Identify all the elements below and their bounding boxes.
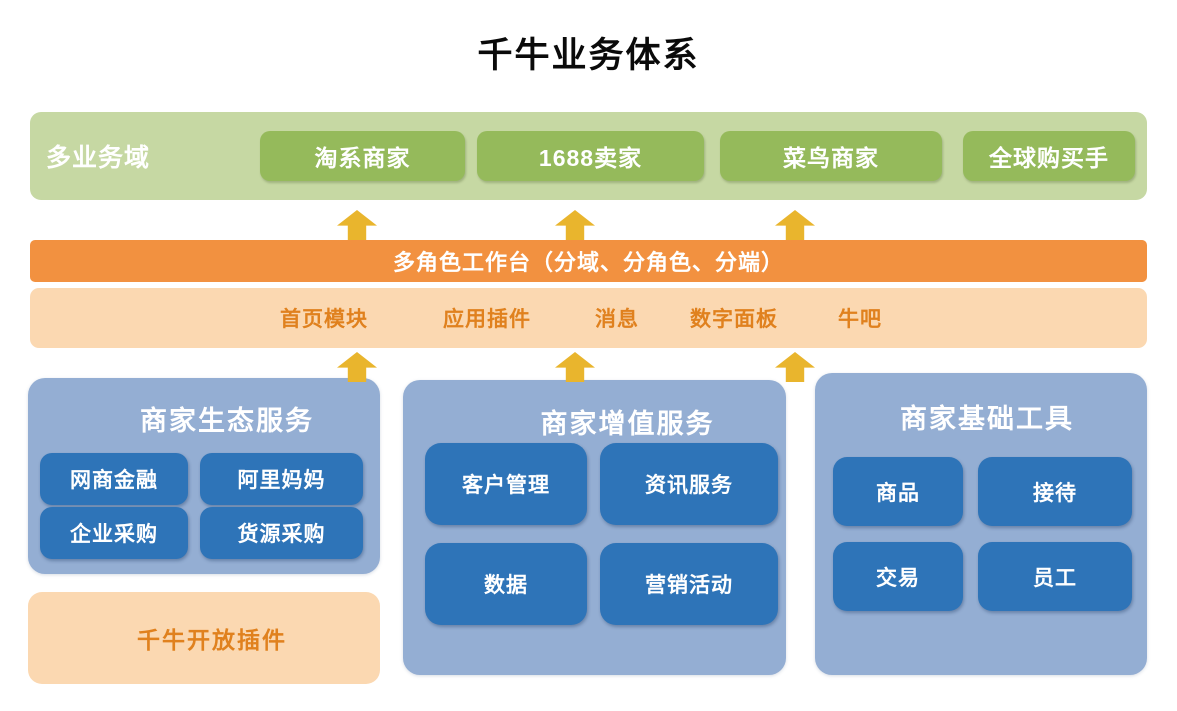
panel-title: 商家生态服务 (140, 406, 314, 436)
workbench-bar: 多角色工作台（分域、分角色、分端） (30, 240, 1147, 282)
diagram-title: 千牛业务体系 (477, 36, 700, 75)
node-enterprise-procurement: 企业采购 (40, 507, 188, 559)
panel-title: 商家基础工具 (900, 404, 1074, 434)
node-supply-procurement: 货源采购 (200, 507, 363, 559)
up-arrow-icon (555, 352, 595, 382)
node-marketing-activities: 营销活动 (600, 543, 778, 625)
module-niuba: 牛吧 (838, 308, 882, 331)
module-digital-panel: 数字面板 (690, 308, 778, 331)
panel-merchant-value-added-services: 商家增值服务 客户管理 资讯服务 数据 营销活动 (403, 380, 786, 675)
panel-merchant-basic-tools: 商家基础工具 商品 接待 交易 员工 (815, 373, 1147, 675)
node-staff: 员工 (978, 542, 1132, 611)
domain-node-global-buyer: 全球购买手 (963, 131, 1135, 181)
module-home: 首页模块 (280, 308, 368, 331)
node-information-service: 资讯服务 (600, 443, 778, 525)
up-arrow-icon (775, 210, 815, 240)
up-arrow-icon (337, 210, 377, 240)
module-message: 消息 (595, 308, 639, 331)
module-app-plugin: 应用插件 (443, 308, 531, 331)
module-bar: 首页模块 应用插件 消息 数字面板 牛吧 (30, 288, 1147, 348)
node-customer-management: 客户管理 (425, 443, 587, 525)
node-trade: 交易 (833, 542, 963, 611)
node-alimama: 阿里妈妈 (200, 453, 363, 505)
panel-title: 商家增值服务 (540, 409, 715, 439)
node-data: 数据 (425, 543, 587, 625)
node-goods: 商品 (833, 457, 963, 526)
panel-merchant-ecosystem-services: 商家生态服务 网商金融 阿里妈妈 企业采购 货源采购 (28, 378, 380, 574)
domain-node-cainiao-merchant: 菜鸟商家 (720, 131, 942, 181)
open-plugin-box: 千牛开放插件 (28, 592, 380, 684)
domain-node-taobao-merchant: 淘系商家 (260, 131, 465, 181)
up-arrow-icon (775, 352, 815, 382)
up-arrow-icon (555, 210, 595, 240)
business-domain-band: 多业务域 淘系商家 1688卖家 菜鸟商家 全球购买手 (30, 112, 1147, 200)
node-wangshang-finance: 网商金融 (40, 453, 188, 505)
domain-band-label: 多业务域 (46, 144, 151, 172)
node-reception: 接待 (978, 457, 1132, 526)
domain-node-1688-seller: 1688卖家 (477, 131, 704, 181)
